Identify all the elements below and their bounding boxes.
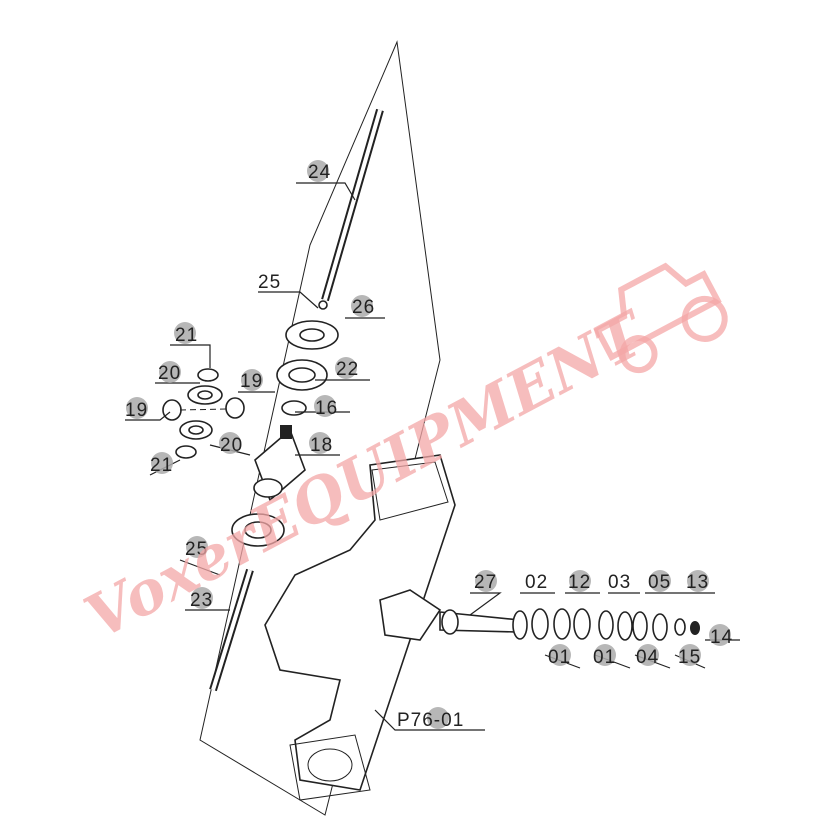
part-23-lower-shaft — [209, 568, 254, 692]
label-14: 14 — [710, 627, 733, 648]
tractor-icon — [593, 262, 728, 374]
part-22-bearing — [276, 359, 328, 391]
label-27: 27 — [474, 572, 497, 593]
label-26: 26 — [352, 297, 375, 318]
label-05: 05 — [648, 572, 671, 593]
label-23: 23 — [190, 590, 213, 611]
part-26-bearing — [285, 320, 339, 350]
label-13: 13 — [686, 572, 709, 593]
part-20-lower-gear — [179, 420, 213, 440]
part-20-upper-gear — [187, 385, 223, 405]
label-15: 15 — [678, 647, 701, 668]
assembly-boundary-outline — [199, 40, 441, 816]
label-04: 04 — [636, 647, 659, 668]
right-ring-stack — [512, 608, 700, 641]
part-19-left-pinion — [162, 399, 182, 421]
label-19-left: 19 — [125, 400, 148, 421]
label-20-top: 20 — [158, 363, 181, 384]
part-24-upper-shaft — [318, 108, 384, 310]
gearbox-housing — [264, 454, 456, 801]
lower-bearing — [231, 513, 285, 547]
label-highlights — [126, 160, 731, 729]
part-18-gear-carrier — [253, 425, 306, 502]
label-20-bottom: 20 — [220, 435, 243, 456]
callout-labels: 24 25 26 21 20 19 19 22 16 18 20 21 25 2… — [125, 162, 733, 731]
part-21-upper-washer — [197, 368, 219, 382]
gear-axis-dashed — [179, 408, 229, 411]
label-22: 22 — [336, 359, 359, 380]
label-02: 02 — [525, 572, 548, 593]
label-16: 16 — [315, 398, 338, 419]
part-27-input-shaft — [439, 609, 521, 635]
label-25-top: 25 — [258, 272, 281, 293]
label-housing: P76-01 — [397, 710, 464, 731]
label-25-bottom: 25 — [185, 539, 208, 560]
part-19-right-pinion — [225, 397, 245, 419]
label-03: 03 — [608, 572, 631, 593]
label-24: 24 — [308, 162, 331, 183]
part-16-snap-ring — [281, 400, 307, 416]
label-01-a: 01 — [548, 647, 571, 668]
label-21-bottom: 21 — [150, 455, 173, 476]
label-12: 12 — [568, 572, 591, 593]
label-18: 18 — [310, 435, 333, 456]
label-19-right: 19 — [240, 371, 263, 392]
label-01-b: 01 — [593, 647, 616, 668]
label-21-top: 21 — [175, 325, 198, 346]
part-21-lower-washer — [175, 445, 197, 459]
